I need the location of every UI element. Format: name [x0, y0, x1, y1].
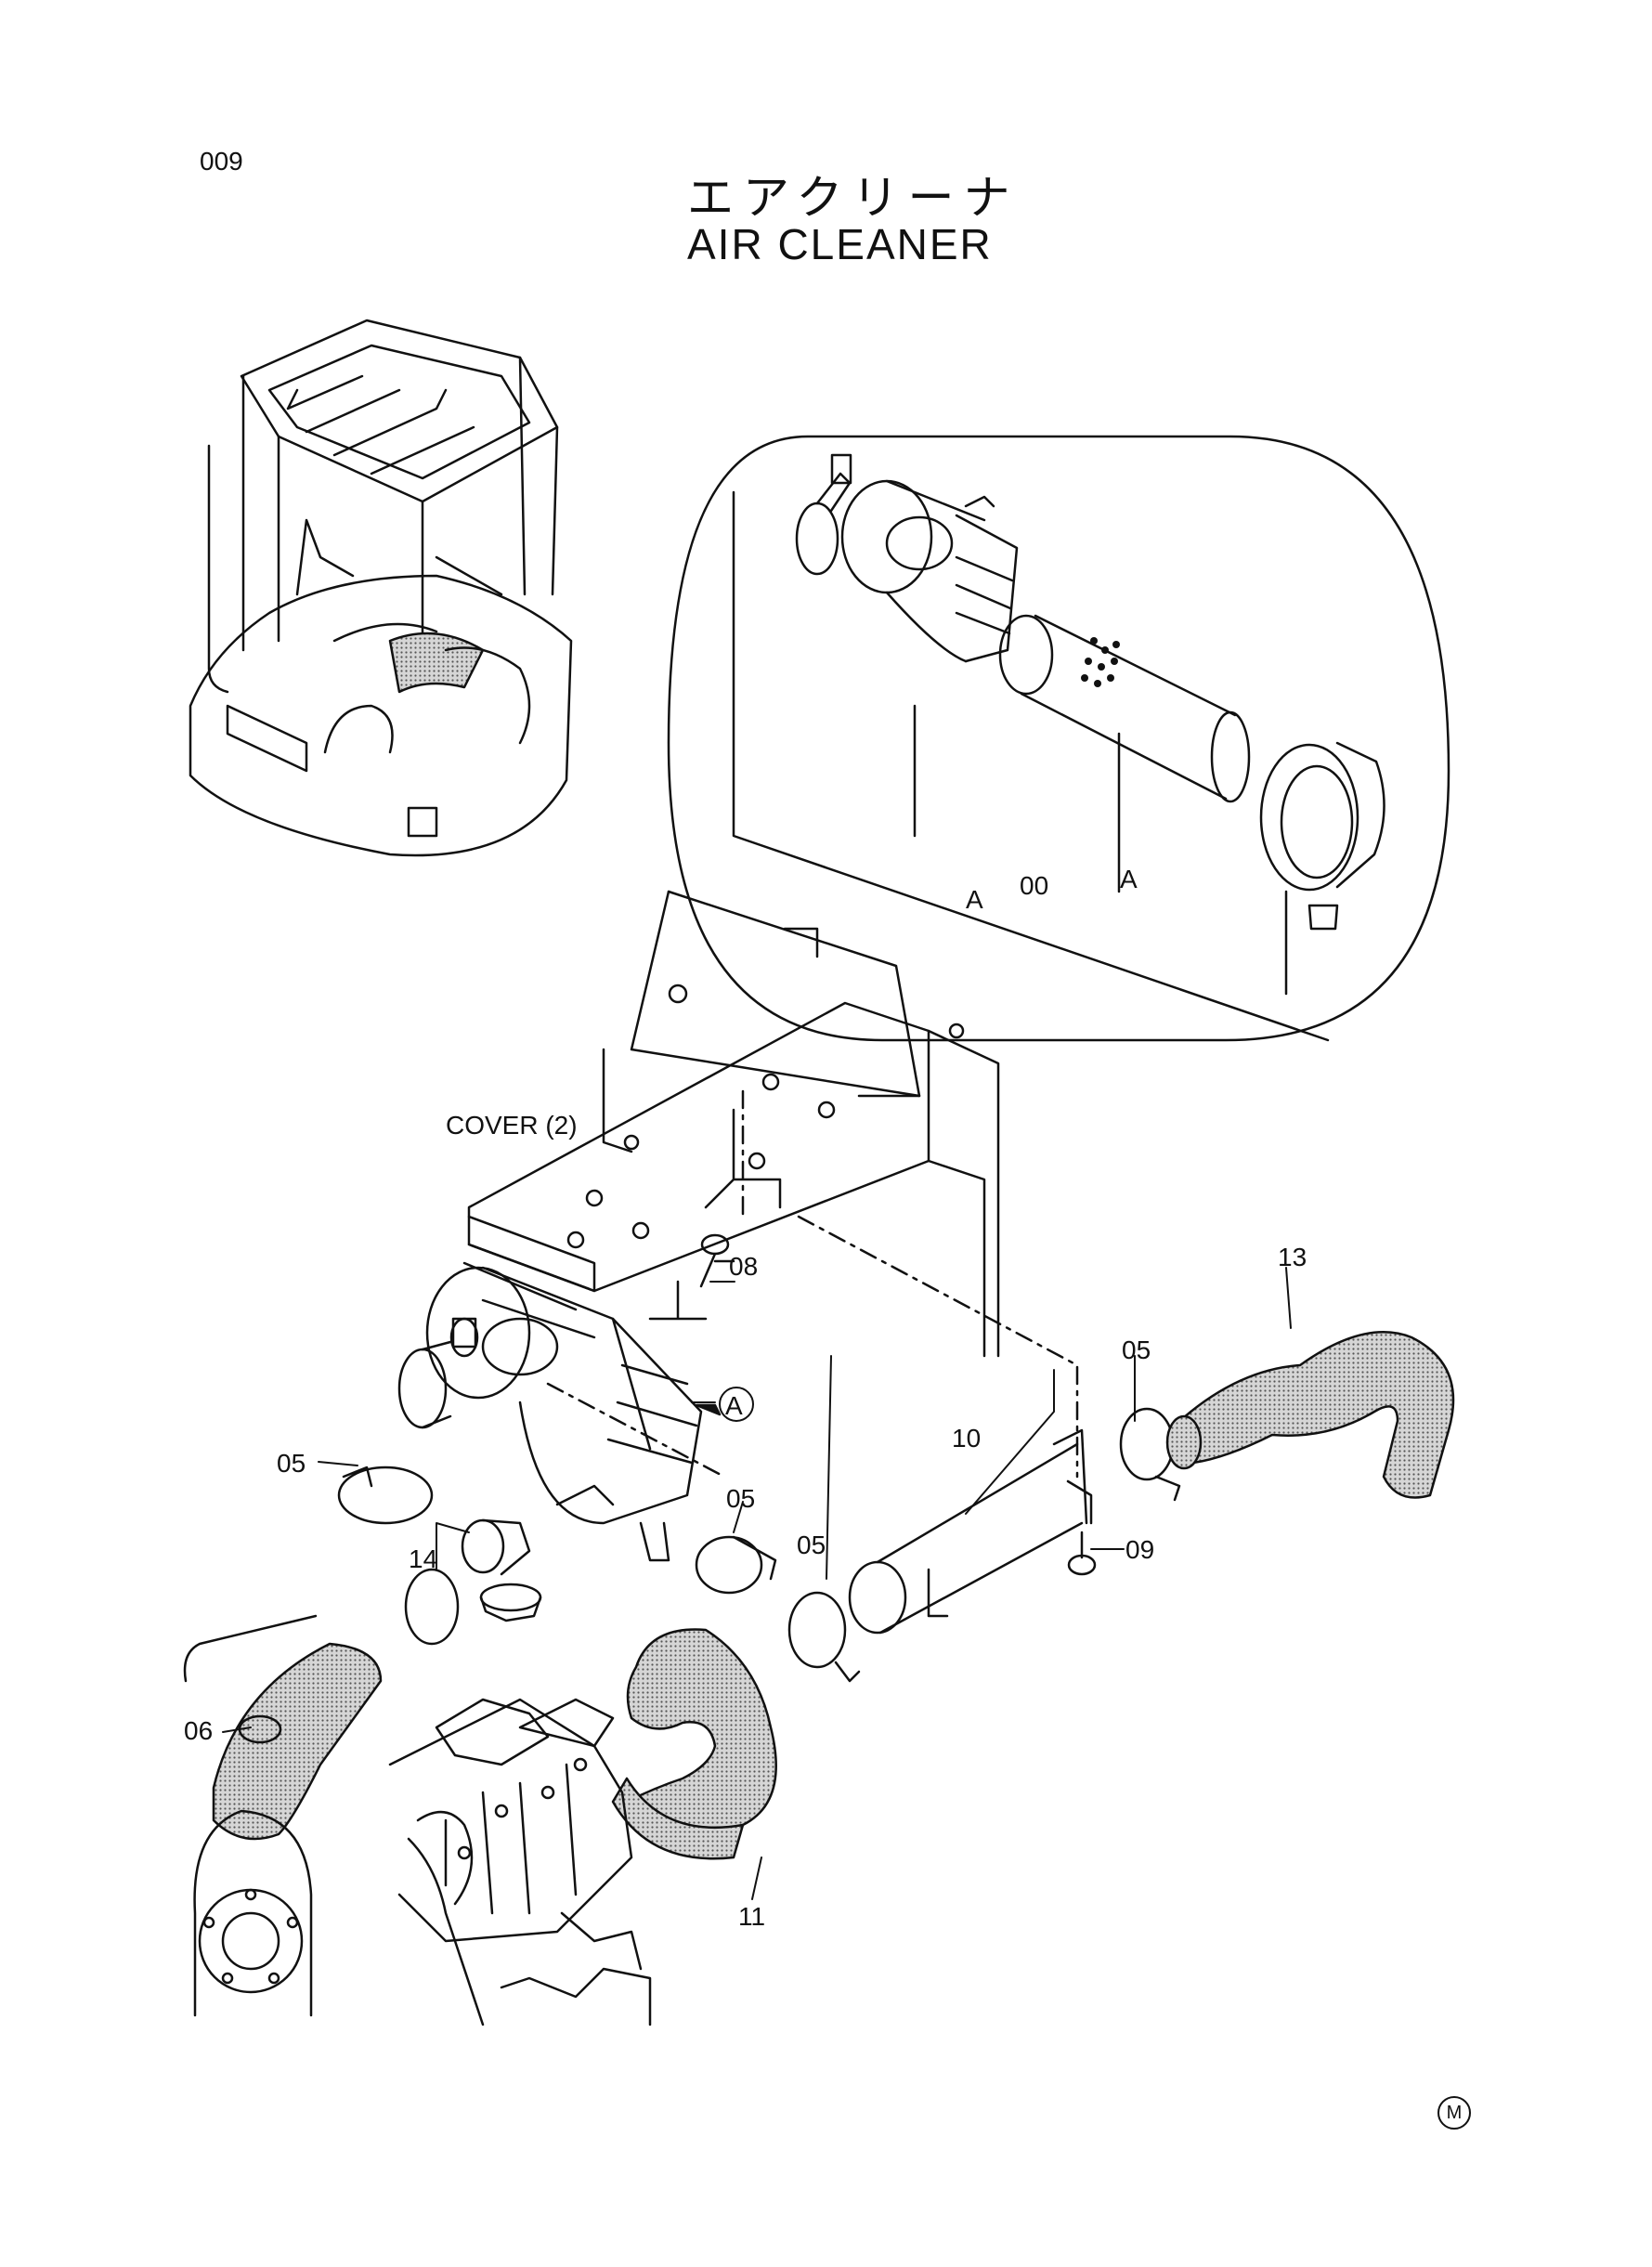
label-part-10: 10: [952, 1424, 982, 1453]
label-part-11: 11: [738, 1902, 766, 1931]
title-japanese: エアクリーナ: [687, 171, 1020, 225]
label-part-05-left: 05: [277, 1449, 306, 1478]
label-part-00: 00: [1020, 871, 1049, 900]
bolt-09-drawing: [1067, 1531, 1097, 1576]
leader-lines: [222, 1267, 1292, 1900]
page-number: 009: [200, 147, 243, 176]
label-part-13: 13: [1278, 1243, 1307, 1271]
excavator-overview-drawing: [189, 319, 573, 857]
label-part-09: 09: [1125, 1535, 1155, 1564]
label-part-06: 06: [184, 1716, 214, 1745]
label-part-14: 14: [409, 1544, 438, 1573]
pipe-10-drawing: [848, 1428, 1093, 1635]
label-A-bubble-2: A: [1120, 865, 1138, 893]
label-part-05-center: 05: [726, 1484, 756, 1513]
air-cleaner-assembly-drawing: [397, 1266, 726, 1562]
hose-clamps-drawing: [337, 1407, 1181, 1683]
label-part-05-pipe: 05: [797, 1531, 826, 1559]
label-part-08: 08: [729, 1252, 759, 1281]
label-ref-A: A: [725, 1391, 743, 1420]
ref-circle-icon: [719, 1387, 754, 1422]
label-cover: COVER (2): [446, 1111, 578, 1140]
hoses-drawing: [212, 1331, 1455, 1860]
stamp-mark: M: [1437, 2096, 1471, 2130]
air-cleaner-exploded-view: [667, 435, 1450, 1042]
engine-drawing: [183, 1484, 652, 2026]
ref-arrow-icon: [695, 1403, 722, 1416]
cover-frame-drawing: [462, 890, 1079, 1479]
label-A-bubble-1: A: [966, 885, 983, 914]
bolt-08-drawing: [699, 1233, 735, 1288]
title-english: AIR CLEANER: [687, 220, 993, 268]
label-part-05-right: 05: [1122, 1335, 1151, 1364]
